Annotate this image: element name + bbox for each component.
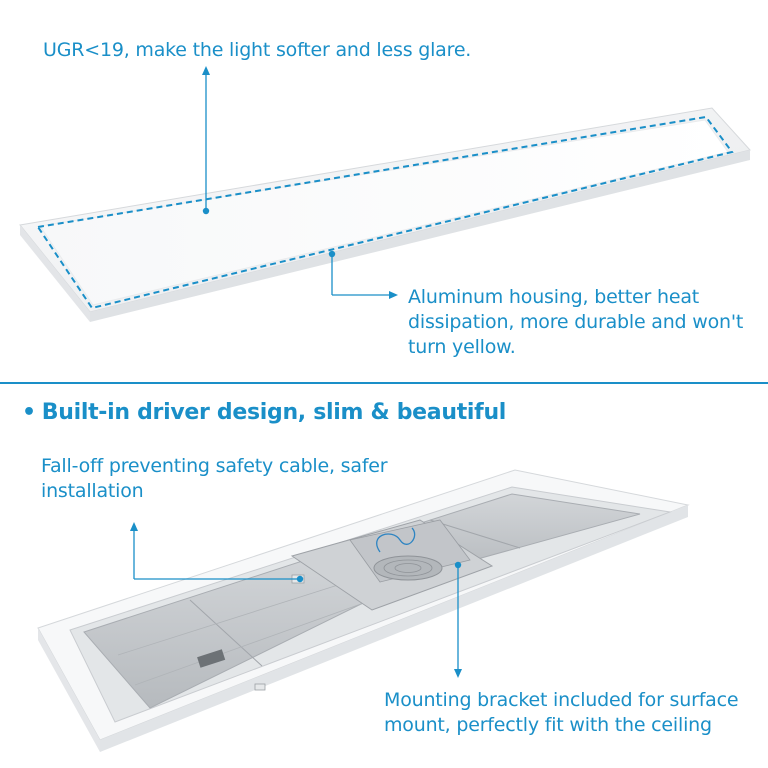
aluminum-callout-text: Aluminum housing, better heat dissipatio… (408, 286, 744, 358)
cable-callout-text: Fall-off preventing safety cable, safer … (41, 455, 388, 502)
heading-title: Built-in driver design, slim & beautiful (41, 400, 507, 425)
safety-cable (376, 527, 416, 553)
cable-pointer (130, 522, 304, 583)
heading-bullet: • (22, 400, 36, 425)
bottom-panel-back (37, 469, 690, 752)
section-heading: •Built-in driver design, slim & beautifu… (22, 400, 742, 425)
rating-sticker (197, 649, 226, 668)
bracket-pointer (454, 561, 462, 678)
diffuser-dashed-outline (36, 115, 734, 310)
aluminum-pointer (328, 250, 398, 299)
top-panel-light (19, 107, 751, 322)
ugr-callout-text: UGR<19, make the light softer and less g… (43, 39, 472, 61)
diffuser-surface (39, 119, 729, 306)
ugr-pointer (202, 66, 210, 215)
bracket-callout-text: Mounting bracket included for surface mo… (384, 689, 739, 736)
